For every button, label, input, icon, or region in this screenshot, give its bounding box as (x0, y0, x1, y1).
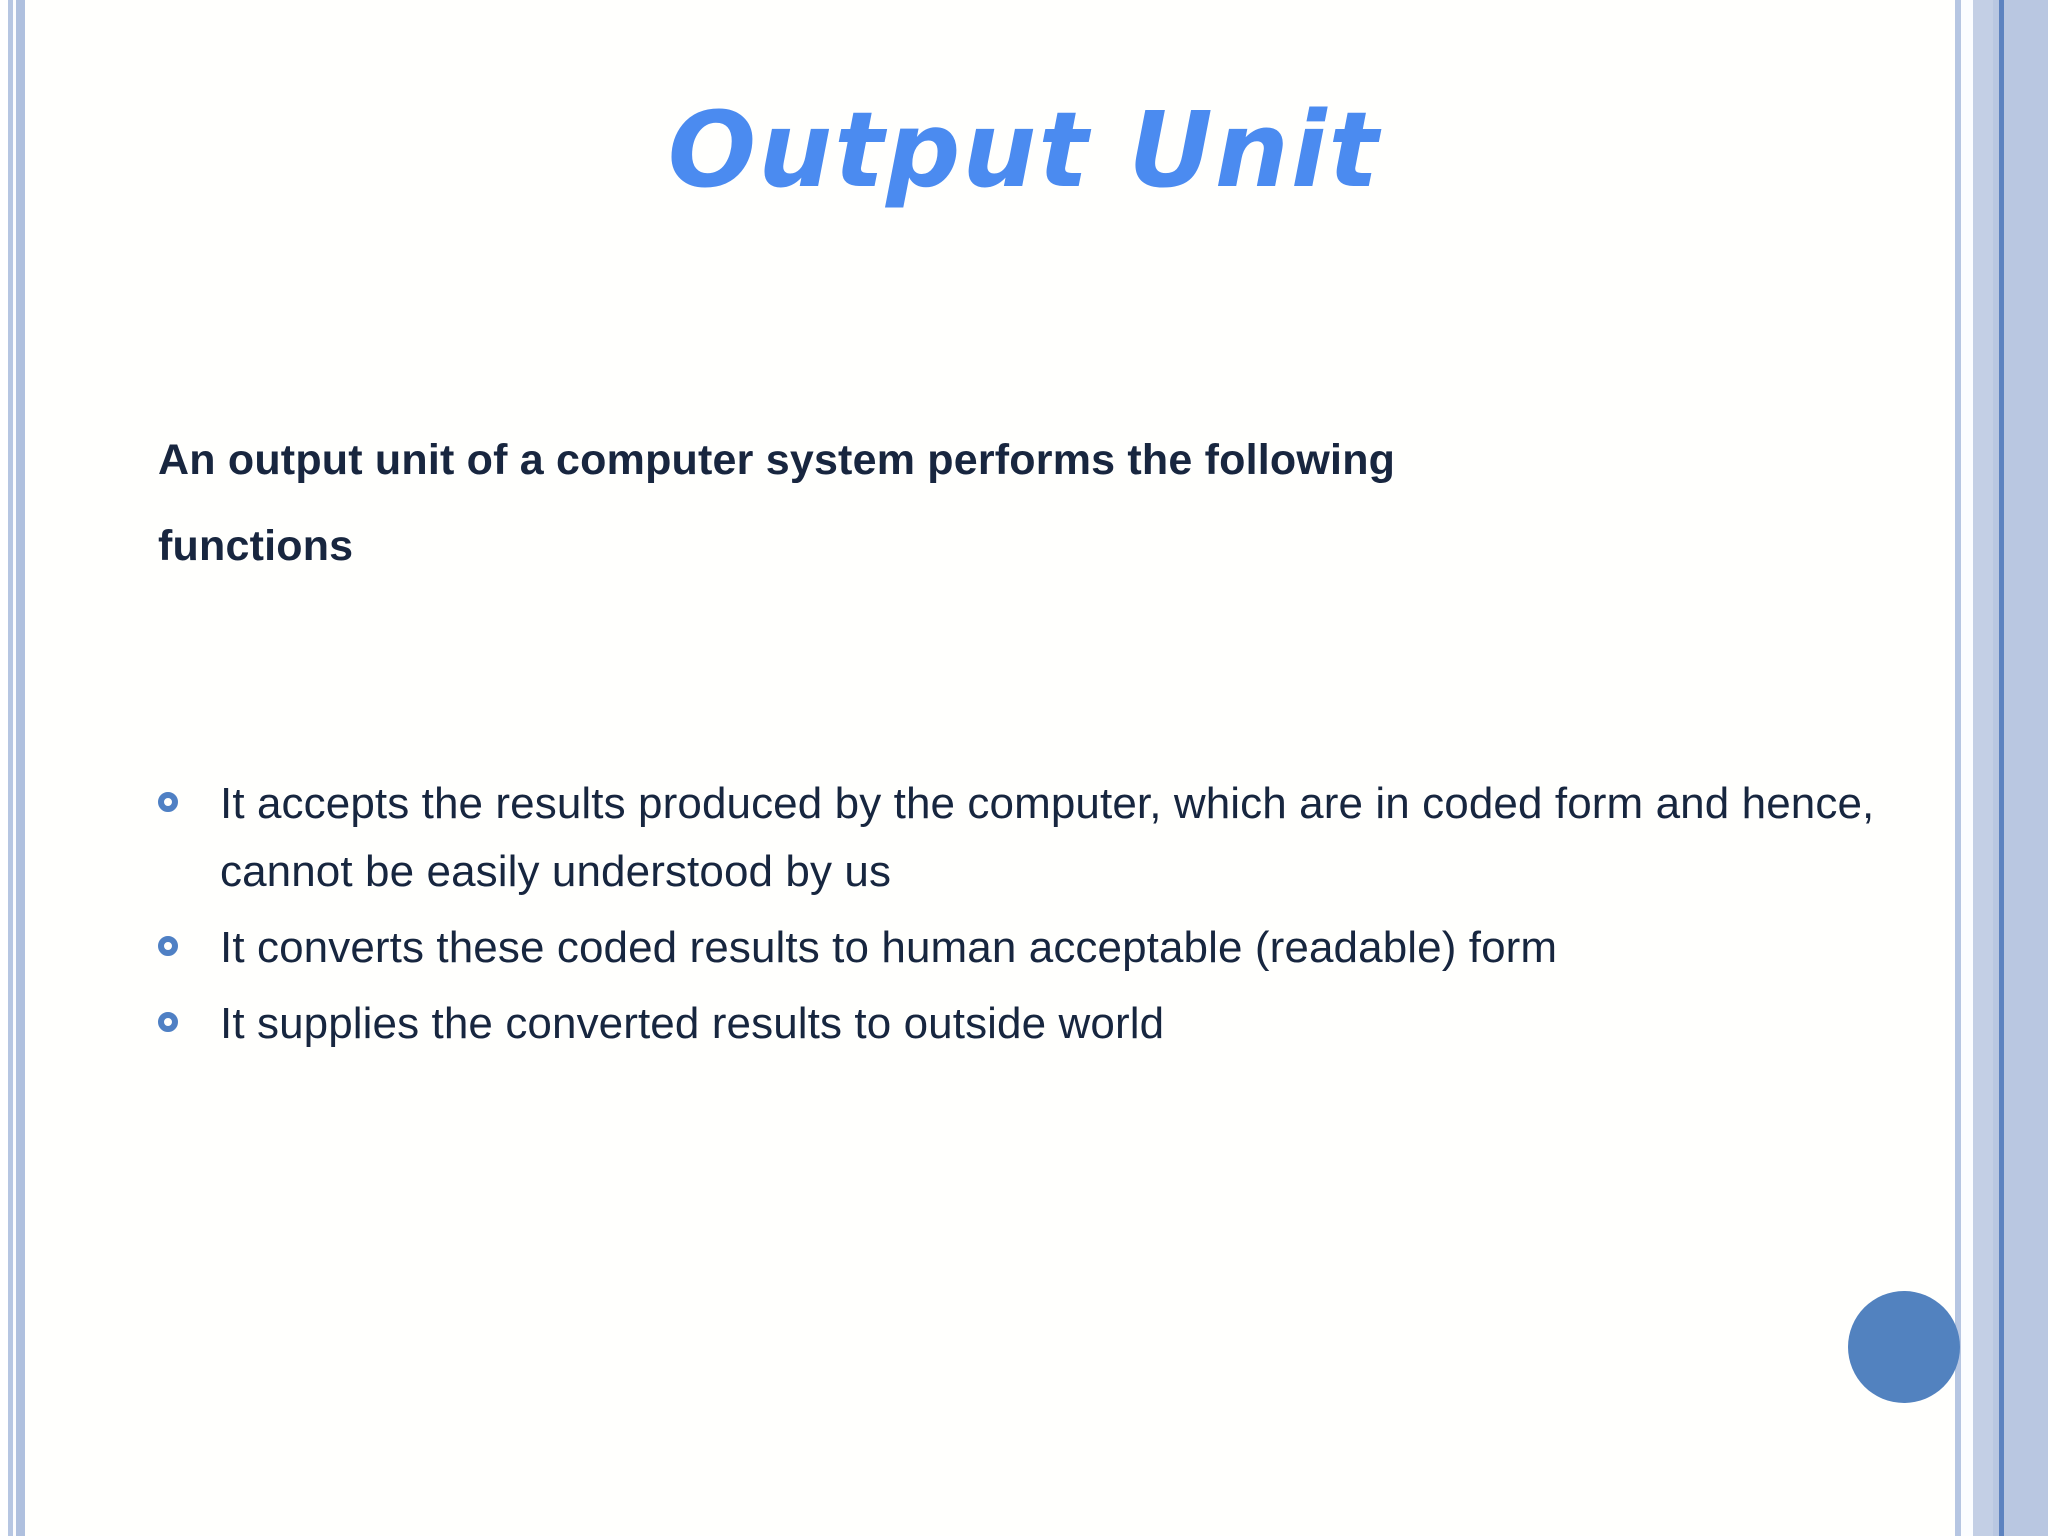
right-border-gap (1961, 0, 1973, 1536)
circle-outline-icon (158, 792, 178, 812)
slide-title: Output Unit (667, 89, 1381, 211)
list-item: It supplies the converted results to out… (158, 990, 1878, 1058)
circle-outline-icon (158, 936, 178, 956)
right-border-thin-line (1955, 0, 1961, 1536)
list-item: It converts these coded results to human… (158, 914, 1878, 982)
left-border-thin-line (8, 0, 13, 1536)
lead-paragraph: An output unit of a computer system perf… (158, 436, 1396, 570)
bullet-marker (158, 914, 220, 956)
bullet-marker (158, 990, 220, 1032)
list-item-label: It converts these coded results to human… (220, 923, 1558, 972)
bullet-list: It accepts the results produced by the c… (158, 770, 1878, 1066)
bullet-marker (158, 770, 220, 812)
left-border-gap (13, 0, 16, 1536)
right-border-band-far (2010, 0, 2048, 1536)
decorative-circle (1848, 1291, 1960, 1403)
list-item-label: It accepts the results produced by the c… (220, 779, 1875, 896)
list-item-label: It supplies the converted results to out… (220, 999, 1165, 1048)
list-item: It accepts the results produced by the c… (158, 770, 1878, 906)
right-border-band-light (1973, 0, 1993, 1536)
left-border-outer-margin (0, 0, 8, 1536)
lead-paragraph-block: An output unit of a computer system perf… (158, 417, 1578, 589)
left-border-band (16, 0, 25, 1536)
circle-outline-icon (158, 1012, 178, 1032)
right-border-vertical-rule (1999, 0, 2004, 1536)
